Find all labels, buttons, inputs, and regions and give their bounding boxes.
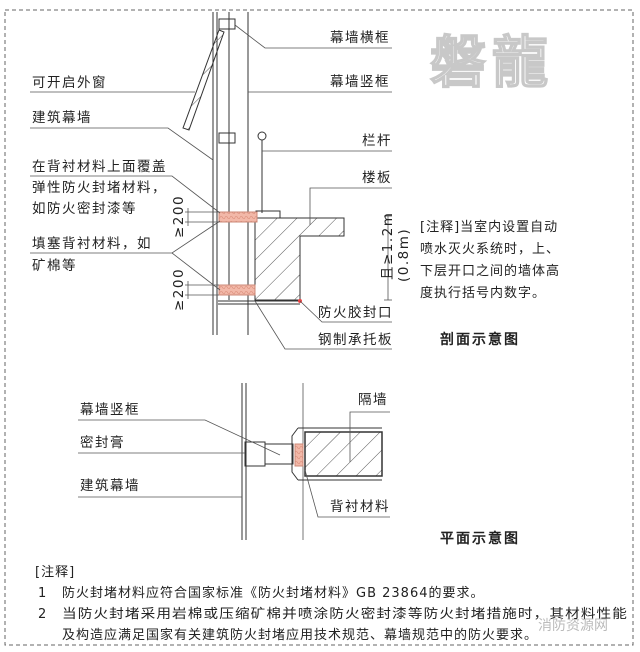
label-slab: 楼板 [362,170,392,186]
plan-drawing [78,383,390,540]
label-steel-plate: 钢制承托板 [318,332,393,348]
section-note-line: 度执行括号内数字。 [420,285,546,301]
section-title: 剖面示意图 [440,331,520,348]
section-note-line: 下层开口之间的墙体高 [420,263,560,279]
plan-backing-material [294,443,304,467]
note-text: 防火封堵材料应符合国家标准《防火封堵材料》GB 23864的要求。 [62,585,484,601]
label-window: 可开启外窗 [32,74,107,91]
plan-label-mullion: 幕墙竖框 [80,402,140,418]
label-fill-1: 填塞背衬材料，如 [32,235,152,252]
dim-height-alt: (0.8m) [396,228,412,282]
label-fill-2: 矿棉等 [32,257,77,274]
plan-label-partition: 隔墙 [358,392,388,408]
floor-slab [254,217,345,301]
label-mullion: 幕墙竖框 [330,74,390,90]
transom-box [218,18,236,30]
note-text: 及构造应满足国家有关建筑防火封堵应用技术规范、幕墙规范中的防火要求。 [62,627,538,643]
dim-height: 且≥1.2m [380,212,396,280]
note-number: 2 [38,607,47,622]
watermark-logo: 磐龍 [430,31,554,96]
label-transom: 幕墙横框 [330,30,390,46]
plan-label-curtain-wall: 建筑幕墙 [80,478,140,494]
note-text: 当防火封堵采用岩棉或压缩矿棉并喷涂防火密封漆等防火封堵措施时，其材料性能 [62,606,628,622]
label-curtain-wall: 建筑幕墙 [32,110,92,126]
notes-heading: [注释] [35,565,75,580]
label-fire-sealant: 防火胶封口 [318,304,393,321]
dim-gap-bottom: ≥200 [171,268,187,311]
frame-border [4,9,634,646]
openable-window [182,29,225,131]
label-railing: 栏杆 [362,133,392,149]
fire-seal-bottom [218,284,256,296]
section-note-line: 喷水灭火系统时，上、 [420,242,560,257]
label-cover-2: 弹性防火封堵材料， [32,180,167,196]
section-drawing: 且≥1.2m (0.8m) ≥200 ≥200 [30,12,412,350]
plan-label-backing: 背衬材料 [330,499,390,515]
plan-mullion [244,441,266,467]
label-cover-3: 如防火密封漆等 [32,200,137,217]
dim-gap-top: ≥200 [171,195,187,238]
label-cover-1: 在背衬材料上面覆盖 [32,159,167,175]
plan-title: 平面示意图 [440,530,520,547]
fire-seal-top [218,211,258,223]
partition-wall [304,431,383,477]
plan-label-sealant: 密封膏 [80,434,125,451]
note-number: 1 [38,586,47,601]
section-note-line: [注释]当室内设置自动 [420,219,558,235]
watermark-site: 消防资源网 [538,618,608,634]
